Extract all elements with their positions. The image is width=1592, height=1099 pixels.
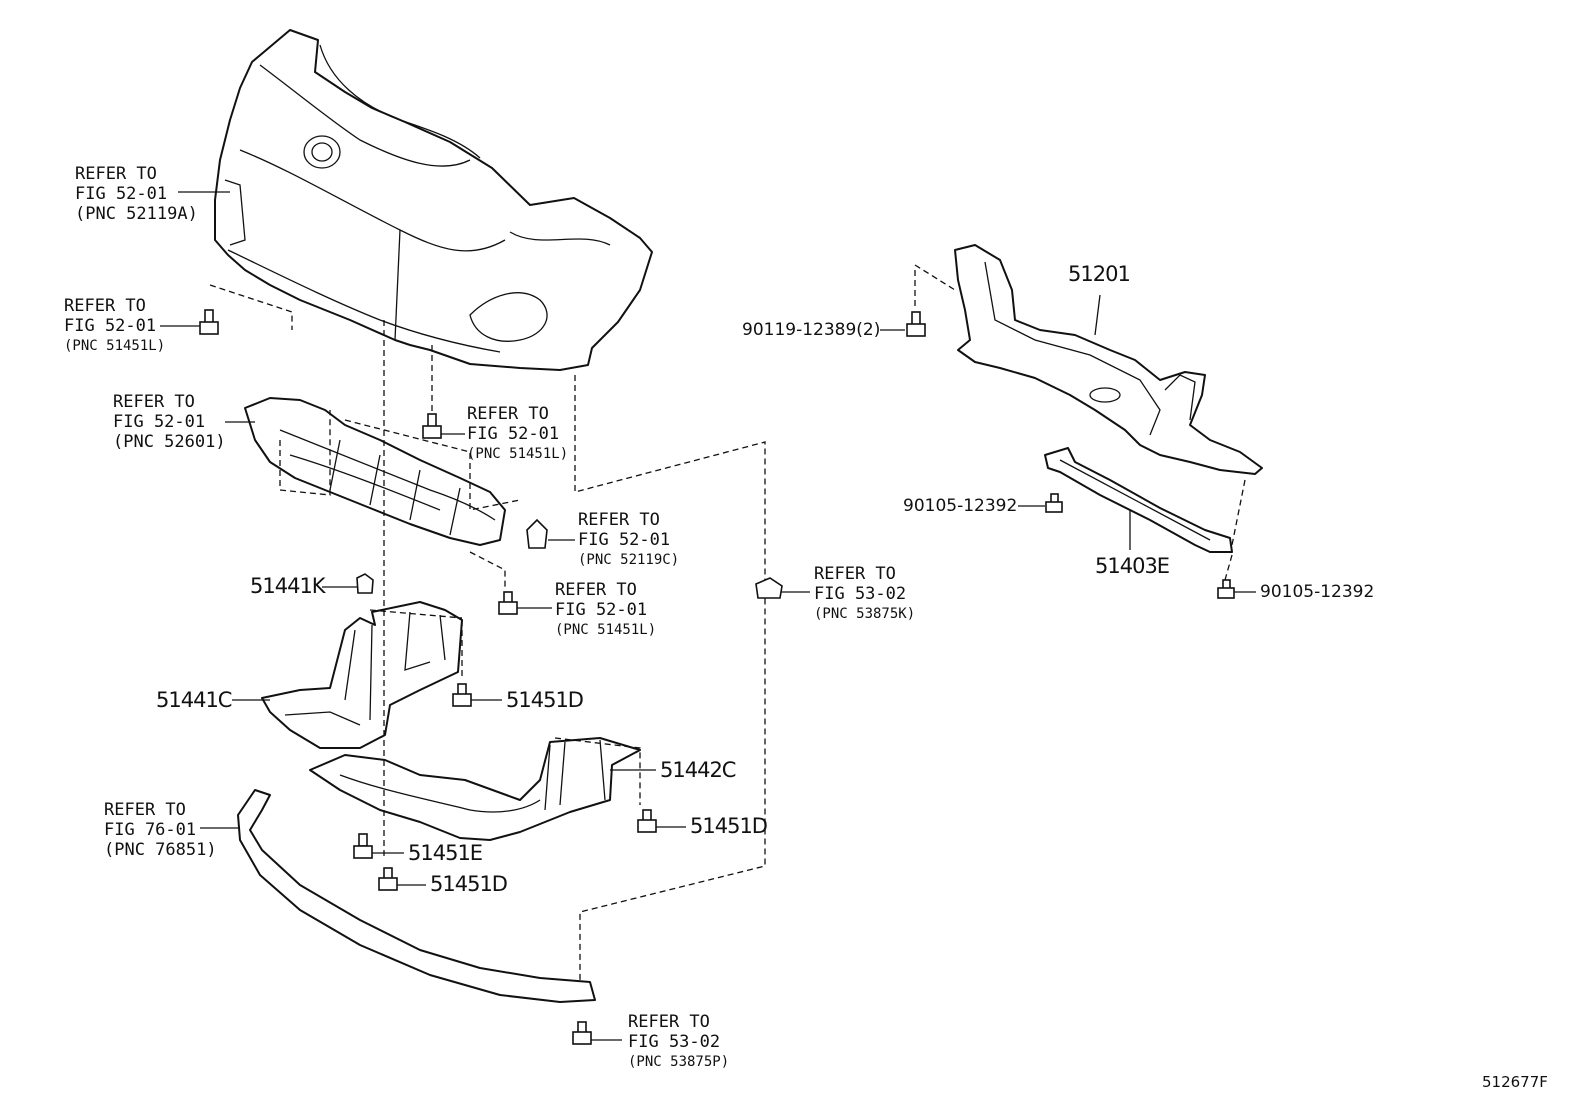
callout-line: (PNC 51451L): [64, 338, 166, 354]
callout-line: (PNC 53875K): [814, 606, 916, 622]
callout-line: REFER TO: [628, 1012, 710, 1032]
part-51403e-label[interactable]: 51403E: [1095, 554, 1170, 578]
fasteners: [199, 309, 1235, 1045]
bolt-icon: [452, 683, 472, 707]
brace-51403e-drawing: [1044, 447, 1233, 553]
callout-line: REFER TO: [75, 164, 157, 184]
bolt-icon: [422, 413, 442, 439]
clip-icon: [526, 518, 548, 549]
callout-line: REFER TO: [814, 564, 896, 584]
callout-line: (PNC 52119C): [578, 552, 680, 568]
part-51451d-label[interactable]: 51451D: [506, 688, 584, 712]
part-51441k-label[interactable]: 51441K: [250, 574, 326, 598]
part-90105-label[interactable]: 90105-12392: [903, 496, 1018, 516]
bolt-icon: [572, 1021, 592, 1045]
callout-line: FIG 53-02: [628, 1032, 721, 1052]
callout-line: (PNC 51451L): [555, 622, 657, 638]
callout-line: REFER TO: [64, 296, 146, 316]
part-51451d-label[interactable]: 51451D: [430, 872, 508, 896]
callout-line: REFER TO: [104, 800, 186, 820]
bolt-icon: [906, 311, 926, 337]
callout-line: (PNC 51451L): [467, 446, 569, 462]
callout-line: REFER TO: [113, 392, 195, 412]
nut-icon: [755, 577, 783, 599]
part-51451e-label[interactable]: 51451E: [408, 841, 483, 865]
callout-line: (PNC 52119A): [75, 204, 198, 224]
bolt-icon: [1217, 579, 1235, 599]
callout-line: REFER TO: [555, 580, 637, 600]
callout-line: (PNC 76851): [104, 840, 217, 860]
under-cover-51441c-drawing: [261, 601, 463, 749]
bolt-icon: [637, 809, 657, 833]
crossmember-51201-drawing: [954, 244, 1263, 475]
callout-line: FIG 76-01: [104, 820, 197, 840]
absorber-drawing: [244, 397, 506, 546]
lower-spoiler-drawing: [237, 789, 596, 1003]
callout-line: REFER TO: [578, 510, 660, 530]
callout-line: FIG 52-01: [555, 600, 648, 620]
bolt-icon: [1045, 493, 1063, 513]
callout-line: FIG 52-01: [64, 316, 157, 336]
part-51451d-label[interactable]: 51451D: [690, 814, 768, 838]
bolt-icon: [199, 309, 219, 335]
callout-line: FIG 52-01: [578, 530, 671, 550]
callout-line: (PNC 53875P): [628, 1054, 730, 1070]
part-51442c-label[interactable]: 51442C: [660, 758, 736, 782]
bolt-icon: [498, 591, 518, 615]
dashed-guides: [209, 264, 1246, 980]
callout-line: FIG 52-01: [113, 412, 206, 432]
callout-line: (PNC 52601): [113, 432, 226, 452]
part-51201-label[interactable]: 51201: [1068, 262, 1131, 286]
callout-line: FIG 53-02: [814, 584, 907, 604]
under-cover-51442c-drawing: [309, 737, 641, 841]
callout-line: FIG 52-01: [75, 184, 168, 204]
leader-lines: [160, 191, 1256, 1041]
callout-line: FIG 52-01: [467, 424, 560, 444]
callout-line: REFER TO: [467, 404, 549, 424]
part-90105-label[interactable]: 90105-12392: [1260, 582, 1375, 602]
part-90119-label[interactable]: 90119-12389(2): [742, 320, 881, 340]
diagram-id: 512677F: [1482, 1073, 1548, 1091]
clip-icon: [356, 573, 374, 594]
bumper-cover-drawing: [214, 29, 653, 371]
bolt-icon: [353, 833, 373, 859]
bolt-icon: [378, 867, 398, 891]
part-51441c-label[interactable]: 51441C: [156, 688, 232, 712]
